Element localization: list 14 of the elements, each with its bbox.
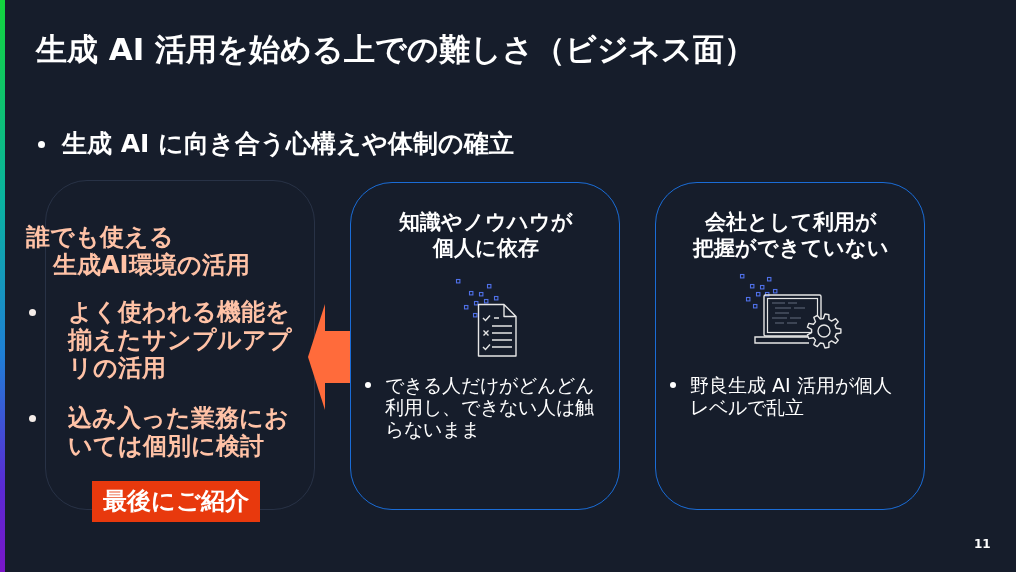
block-arrow <box>308 304 350 410</box>
bullet-heading: 生成 AI に向き合う心構えや体制の確立 <box>62 128 515 160</box>
bullet-text: 込み入った業務においては個別に検討 <box>68 404 290 460</box>
solution-heading: 誰でも使える生成AI環境の活用 <box>26 223 251 279</box>
highlight-tag: 最後にご紹介 <box>92 481 260 522</box>
slide-title: 生成 AI 活用を始める上での難しさ（ビジネス面） <box>36 30 756 68</box>
bullet-text: できる人だけがどんどん利用し、できない人は触らないまま <box>385 374 595 440</box>
rounded-card <box>655 182 925 510</box>
bullet-text: 野良生成 AI 活用が個人レベルで乱立 <box>690 374 893 418</box>
rounded-card <box>350 182 620 510</box>
card-heading: 知識やノウハウが個人に依存 <box>398 209 574 261</box>
bullet-text: よく使われる機能を揃えたサンプルアプリの活用 <box>68 298 293 382</box>
card-heading: 会社として利用が把握ができていない <box>691 209 890 261</box>
page-number: 11 <box>974 536 991 552</box>
